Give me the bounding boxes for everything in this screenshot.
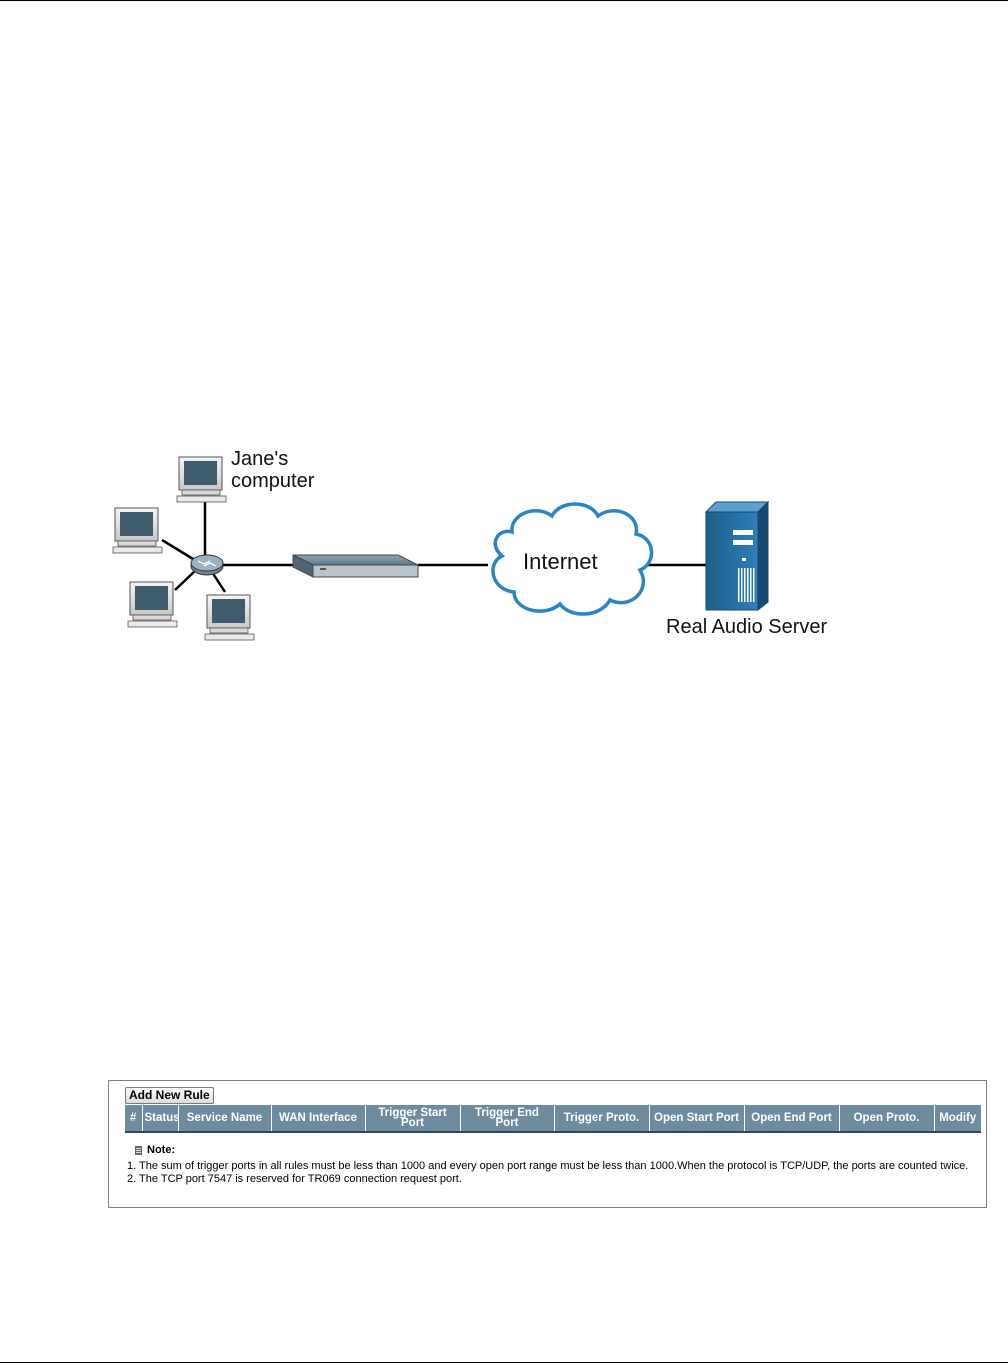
column-header-trigger-end-port: Trigger End Port (460, 1105, 555, 1133)
network-diagram: Jane's computer Internet Real Audio Serv… (100, 440, 860, 655)
lan-computer-icon (112, 507, 163, 554)
note-title: Note: (147, 1144, 176, 1156)
add-new-rule-button[interactable]: Add New Rule (125, 1087, 214, 1104)
column-header-trigger-proto: Trigger Proto. (554, 1105, 650, 1133)
column-header-trigger-start-port: Trigger Start Port (365, 1105, 461, 1133)
router-icon (292, 554, 419, 578)
hub-icon (190, 554, 224, 576)
janes-computer-label-2: computer (231, 470, 315, 492)
internet-label: Internet (523, 549, 598, 574)
column-header-open-proto: Open Proto. (839, 1105, 935, 1133)
table-header-row: # Status Service Name WAN Interface Trig… (125, 1105, 981, 1133)
note-item: 1. The sum of trigger ports in all rules… (127, 1160, 969, 1172)
note-icon (135, 1145, 142, 1155)
port-triggering-screen: Add New Rule # Status Service Name WAN I… (108, 1080, 987, 1208)
column-header-open-start-port: Open Start Port (649, 1105, 745, 1133)
note-section: Note: 1. The sum of trigger ports in all… (127, 1144, 977, 1186)
bottom-rule (0, 1362, 1008, 1363)
lan-computer-icon (127, 581, 178, 628)
server-label: Real Audio Server (666, 616, 828, 638)
column-header-index: # (125, 1105, 143, 1133)
lan-computer-icon (204, 594, 255, 641)
janes-computer-icon (176, 456, 227, 503)
column-header-open-end-port: Open End Port (744, 1105, 840, 1133)
janes-computer-label: Jane's (231, 448, 288, 470)
top-rule (0, 0, 1008, 1)
column-header-modify: Modify (934, 1105, 981, 1133)
server-icon (704, 500, 770, 612)
column-header-wan-interface: WAN Interface (271, 1105, 366, 1133)
internet-cloud-icon (491, 502, 654, 616)
note-item: 2. The TCP port 7547 is reserved for TR0… (127, 1173, 462, 1185)
column-header-status: Status (142, 1105, 179, 1133)
trigger-rules-table: # Status Service Name WAN Interface Trig… (125, 1105, 981, 1133)
column-header-service-name: Service Name (178, 1105, 272, 1133)
